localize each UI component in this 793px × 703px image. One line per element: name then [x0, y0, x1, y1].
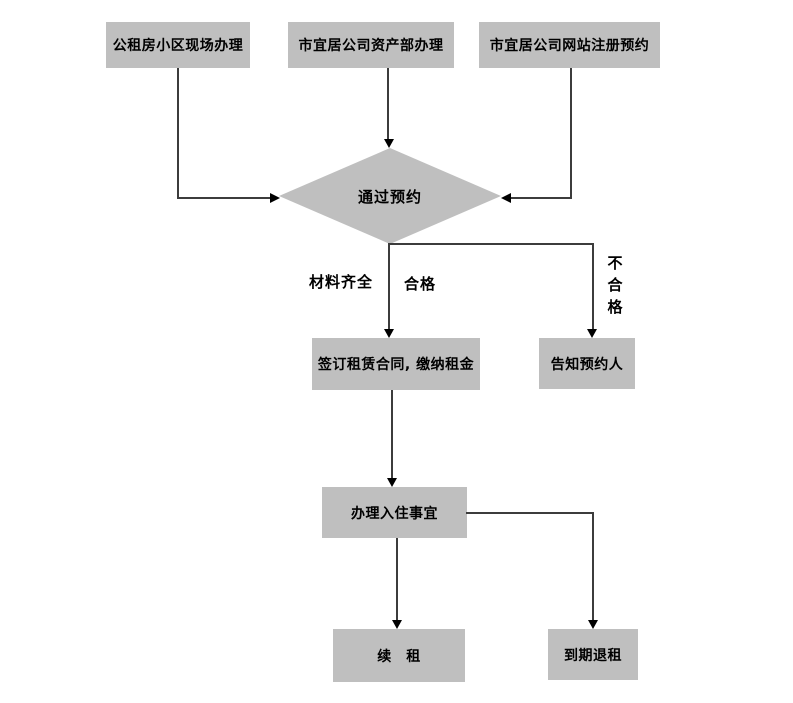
node-onsite-handling: 公租房小区现场办理 — [106, 22, 250, 68]
node-renew-lease: 续 租 — [333, 629, 465, 682]
edge-decision-to-notify-vertical — [592, 243, 594, 330]
edge-label-materials-complete: 材料齐全 — [309, 273, 374, 291]
node-asset-dept-handling: 市宜居公司资产部办理 — [288, 22, 454, 68]
edge-checkin-to-endlease-vertical — [592, 512, 594, 621]
arrowhead-down-icon — [384, 139, 394, 148]
node-checkin-procedures: 办理入住事宜 — [322, 487, 467, 538]
edge-decision-to-contract-vertical — [388, 244, 390, 330]
arrowhead-down-icon — [387, 478, 397, 487]
node-notify-applicant: 告知预约人 — [539, 338, 635, 389]
edge-label-qualified: 合格 — [404, 275, 437, 293]
edge-checkin-to-endlease-horizontal — [466, 512, 594, 514]
edge-checkin-to-renew-vertical — [396, 538, 398, 621]
edge-web-to-decision-vertical — [570, 68, 572, 198]
arrowhead-down-icon — [384, 329, 394, 338]
node-decision-pass-reservation: 通过预约 — [279, 148, 501, 244]
edge-site-to-decision-vertical — [177, 68, 179, 198]
edge-contract-to-checkin-vertical — [391, 390, 393, 479]
edge-decision-to-notify-horizontal — [388, 243, 594, 245]
edge-asset-to-decision-vertical — [387, 68, 389, 140]
edge-web-to-decision-horizontal — [511, 197, 572, 199]
arrowhead-down-icon — [392, 620, 402, 629]
arrowhead-left-icon — [501, 193, 511, 203]
arrowhead-down-icon — [588, 620, 598, 629]
node-lease-expiry-return: 到期退租 — [548, 629, 638, 680]
node-sign-contract-pay-rent: 签订租赁合同, 缴纳租金 — [312, 338, 480, 390]
edge-site-to-decision-horizontal — [177, 197, 271, 199]
arrowhead-right-icon — [270, 193, 280, 203]
edge-label-unqualified: 不合格 — [607, 254, 623, 316]
node-website-registration: 市宜居公司网站注册预约 — [479, 22, 660, 68]
arrowhead-down-icon — [587, 329, 597, 338]
